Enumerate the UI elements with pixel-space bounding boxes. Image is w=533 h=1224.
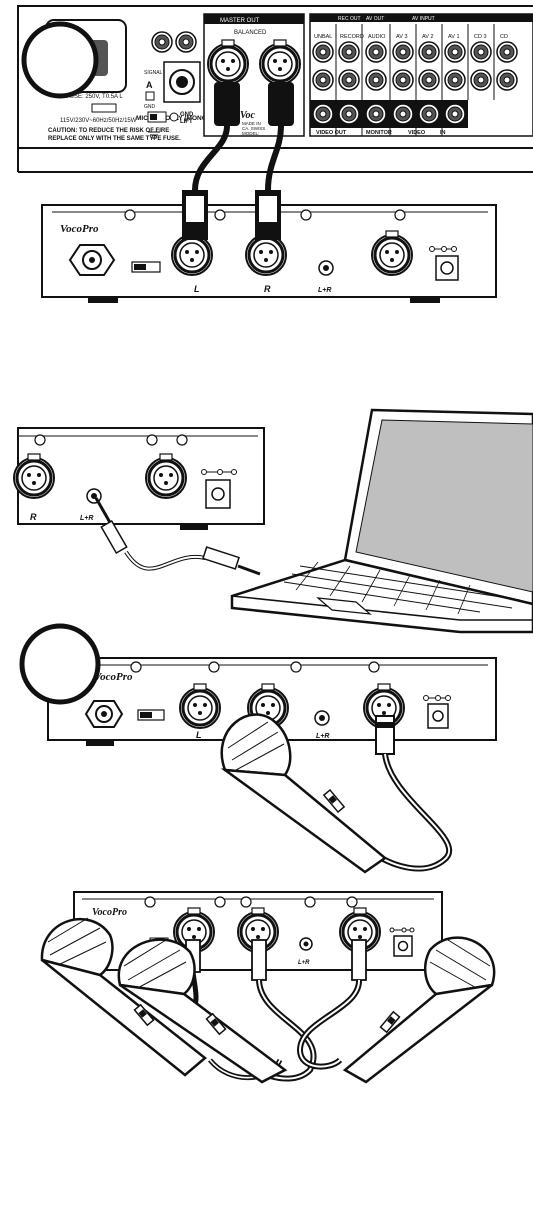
col-header-1: RECORD: [340, 34, 364, 40]
step-marker-3: [19, 623, 101, 705]
col-header-2: AUDIO: [368, 34, 386, 40]
model-text-2: CA. SWISS: [242, 126, 265, 131]
receiver-1-brand: VocoPro: [60, 223, 99, 235]
caution-line-1: CAUTION: TO REDUCE THE RISK OF FIRE: [48, 128, 169, 134]
label-lr-2: L+R: [80, 515, 93, 522]
col-header-4: AV 2: [422, 34, 434, 40]
laptop: [230, 408, 533, 634]
col-header-5: AV 1: [448, 34, 460, 40]
fuse-text: FUSE: 250V, T0.5A L: [66, 94, 123, 100]
dc-power-jack: [429, 246, 459, 281]
label-lr: L+R: [318, 287, 331, 294]
col-header-3: AV 3: [396, 34, 408, 40]
bottom-label-1: MONITOR: [366, 130, 392, 136]
model-text-3: MODEL:: [242, 131, 259, 136]
receiver-4-brand: VocoPro: [92, 907, 127, 918]
signal-label: SIGNAL: [144, 70, 163, 76]
col-header-7: CD: [500, 34, 508, 40]
section-laptop: R L+R: [12, 408, 533, 634]
microphone-3: [117, 938, 288, 1084]
receiver-unit-2: R L+R: [12, 427, 265, 530]
section-multi-mic: VocoPro L+R: [40, 891, 496, 1084]
step-marker-1: [21, 21, 99, 99]
bottom-label-3: IN: [440, 130, 446, 136]
section-balanced-out: FUSE: 250V, T0.5A L 115V/230V~60Hz/50Hz/…: [17, 5, 533, 303]
bottom-label-0: VIDEO OUT: [316, 130, 347, 136]
label-l: L: [194, 284, 200, 294]
mixer-brand-fragment: Voc: [240, 110, 256, 121]
mixer-rear-panel: FUSE: 250V, T0.5A L 115V/230V~60Hz/50Hz/…: [17, 5, 533, 173]
svg-text:A: A: [146, 80, 153, 90]
caution-line-2: REPLACE ONLY WITH THE SAME TYPE FUSE.: [48, 136, 181, 142]
balanced-label: BALANCED: [234, 30, 267, 36]
mic-cable-1: [367, 715, 453, 872]
label-r-2: R: [30, 512, 37, 522]
label-lr-4: L+R: [298, 960, 310, 966]
section-single-mic: VocoPro L L+R: [19, 623, 497, 874]
col-header-6: CD 3: [474, 34, 487, 40]
model-text-1: MADE IN: [242, 121, 261, 126]
receiver-unit-3: VocoPro L L+R: [47, 657, 497, 746]
gnd-lift-label-1: GND: [180, 112, 194, 118]
label-l-3: L: [196, 730, 202, 740]
antenna-connector: [68, 244, 116, 276]
gnd-label: GND: [144, 104, 156, 110]
master-out-label: MASTER OUT: [220, 18, 260, 24]
group-av-input: AV INPUT: [412, 16, 435, 22]
av-columns: REC OUT AV OUT AV INPUT UNBAL RECORD AUD…: [309, 13, 533, 137]
gnd-lift-label-2: LIFT: [180, 119, 193, 125]
bottom-label-2: VIDEO: [408, 130, 426, 136]
audio-cable: [94, 497, 261, 576]
label-lr-3: L+R: [316, 733, 329, 740]
microphone-4: [342, 936, 496, 1084]
group-av-out: AV OUT: [366, 16, 384, 22]
voltage-text: 115V/230V~60Hz/50Hz/15W: [60, 118, 137, 124]
receiver-3-brand: VocoPro: [94, 671, 133, 683]
group-rec-out: REC OUT: [338, 16, 361, 22]
microphone-1: [220, 713, 388, 874]
microphone-2: [40, 917, 207, 1077]
label-r: R: [264, 284, 271, 294]
col-header-0: UNBAL: [314, 34, 332, 40]
xlr-cables: [182, 82, 294, 240]
